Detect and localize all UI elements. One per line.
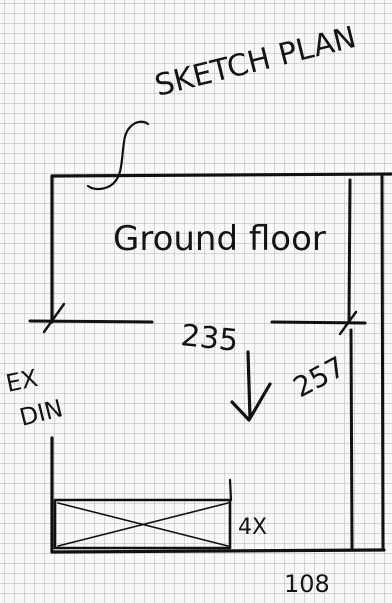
dimension-tick-right (338, 310, 358, 336)
existing-label-bottom: DIN (17, 394, 66, 432)
depth-dimension: 257 (288, 350, 351, 404)
crossed-unit-box (53, 498, 232, 550)
sketch-title: SKETCH PLAN (151, 20, 359, 104)
crossed-unit-side-tick (228, 478, 233, 502)
dimension-tick-left (42, 302, 66, 334)
side-note: 4X (238, 515, 267, 540)
floor-label: Ground floor (113, 219, 326, 259)
title-leader-line (86, 120, 150, 191)
plan-top-wall (50, 172, 392, 178)
crossed-unit-diagonal-b (57, 502, 229, 547)
plan-right-inner-wall (347, 178, 352, 324)
dimension-line-left (28, 319, 154, 324)
plan-bottom-wall (50, 548, 386, 554)
dimension-line-right (270, 320, 367, 325)
width-dimension: 235 (179, 318, 240, 359)
plan-right-wall-lower (349, 328, 354, 550)
existing-label-top: EX (3, 364, 40, 398)
plan-right-outer-wall (380, 174, 385, 552)
down-arrow-icon (230, 350, 272, 422)
front-dimension: 108 (284, 570, 330, 598)
